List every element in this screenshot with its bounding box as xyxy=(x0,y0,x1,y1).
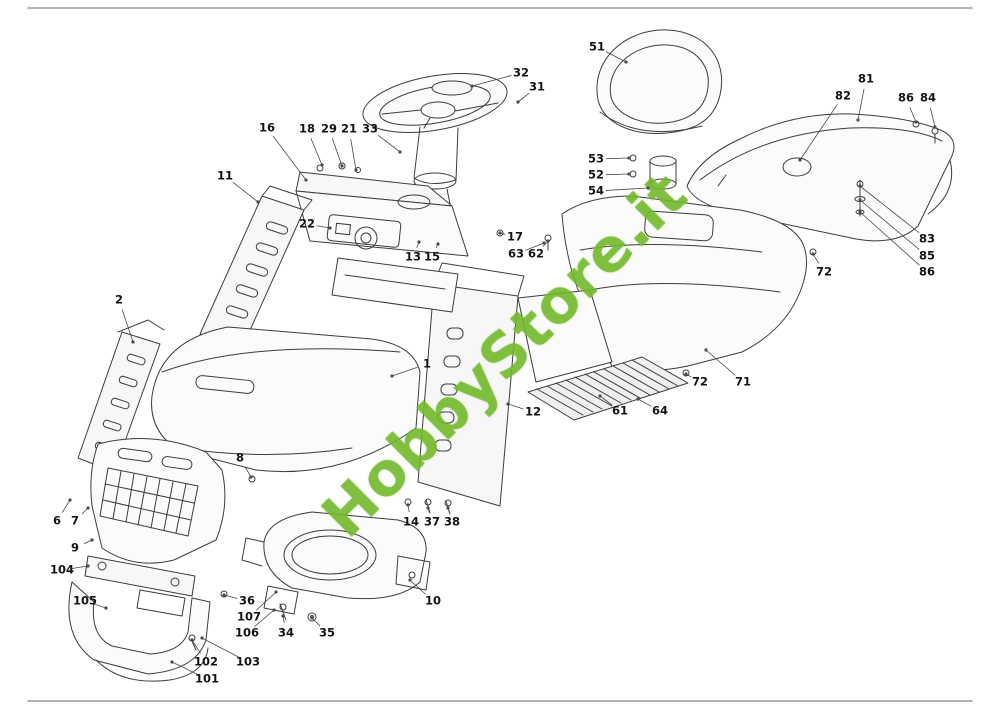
part-callout-32: 32 xyxy=(512,65,530,80)
part-callout-83: 83 xyxy=(918,231,936,246)
part-callout-2: 2 xyxy=(114,292,124,307)
part-callout-15: 15 xyxy=(423,249,441,264)
front-axle-bracket xyxy=(84,555,317,622)
part-callout-106: 106 xyxy=(234,625,260,640)
part-callout-16: 16 xyxy=(258,120,276,135)
part-callout-29: 29 xyxy=(320,121,338,136)
part-callout-72: 72 xyxy=(691,374,709,389)
part-callout-86: 86 xyxy=(918,264,936,279)
part-callout-33: 33 xyxy=(361,121,379,136)
steering-wheel xyxy=(362,73,508,205)
part-callout-31: 31 xyxy=(528,79,546,94)
part-callout-71: 71 xyxy=(734,374,752,389)
seat xyxy=(596,29,722,134)
part-callout-7: 7 xyxy=(70,513,80,528)
part-callout-36: 36 xyxy=(238,593,256,608)
part-callout-37: 37 xyxy=(423,514,441,529)
part-callout-11: 11 xyxy=(216,168,234,183)
rear-fender xyxy=(686,113,955,242)
part-callout-72: 72 xyxy=(815,264,833,279)
floor-panel xyxy=(517,289,613,383)
part-callout-81: 81 xyxy=(857,71,875,86)
part-callout-35: 35 xyxy=(318,625,336,640)
part-callout-102: 102 xyxy=(193,654,219,669)
footboard-side-panel xyxy=(417,262,525,507)
part-callout-14: 14 xyxy=(402,514,420,529)
part-callout-51: 51 xyxy=(588,39,606,54)
part-callout-63: 63 xyxy=(507,246,525,261)
part-callout-9: 9 xyxy=(70,540,80,555)
part-callout-105: 105 xyxy=(72,593,98,608)
part-callout-13: 13 xyxy=(404,249,422,264)
dashboard xyxy=(295,162,552,313)
border-lines xyxy=(27,7,973,702)
footrest-mat xyxy=(527,356,689,421)
part-callout-101: 101 xyxy=(194,671,220,686)
part-callout-12: 12 xyxy=(524,404,542,419)
part-callout-38: 38 xyxy=(443,514,461,529)
part-callout-54: 54 xyxy=(587,183,605,198)
part-callout-64: 64 xyxy=(651,403,669,418)
part-callout-107: 107 xyxy=(236,609,262,624)
part-callout-6: 6 xyxy=(52,513,62,528)
part-callout-21: 21 xyxy=(340,121,358,136)
part-callout-18: 18 xyxy=(298,121,316,136)
part-callout-86: 86 xyxy=(897,90,915,105)
part-callout-17: 17 xyxy=(506,229,524,244)
part-callout-84: 84 xyxy=(919,90,937,105)
part-callout-52: 52 xyxy=(587,167,605,182)
part-callout-61: 61 xyxy=(611,403,629,418)
part-callout-34: 34 xyxy=(277,625,295,640)
part-callout-82: 82 xyxy=(834,88,852,103)
part-callout-10: 10 xyxy=(424,593,442,608)
part-callout-62: 62 xyxy=(527,246,545,261)
part-callout-104: 104 xyxy=(49,562,75,577)
part-callout-85: 85 xyxy=(918,248,936,263)
part-callout-103: 103 xyxy=(235,654,261,669)
front-grille xyxy=(90,438,226,564)
front-bumper xyxy=(68,581,211,682)
part-callout-22: 22 xyxy=(298,216,316,231)
part-callout-8: 8 xyxy=(235,450,245,465)
part-callout-53: 53 xyxy=(587,151,605,166)
rear-body xyxy=(561,195,817,393)
part-callout-1: 1 xyxy=(422,356,432,371)
